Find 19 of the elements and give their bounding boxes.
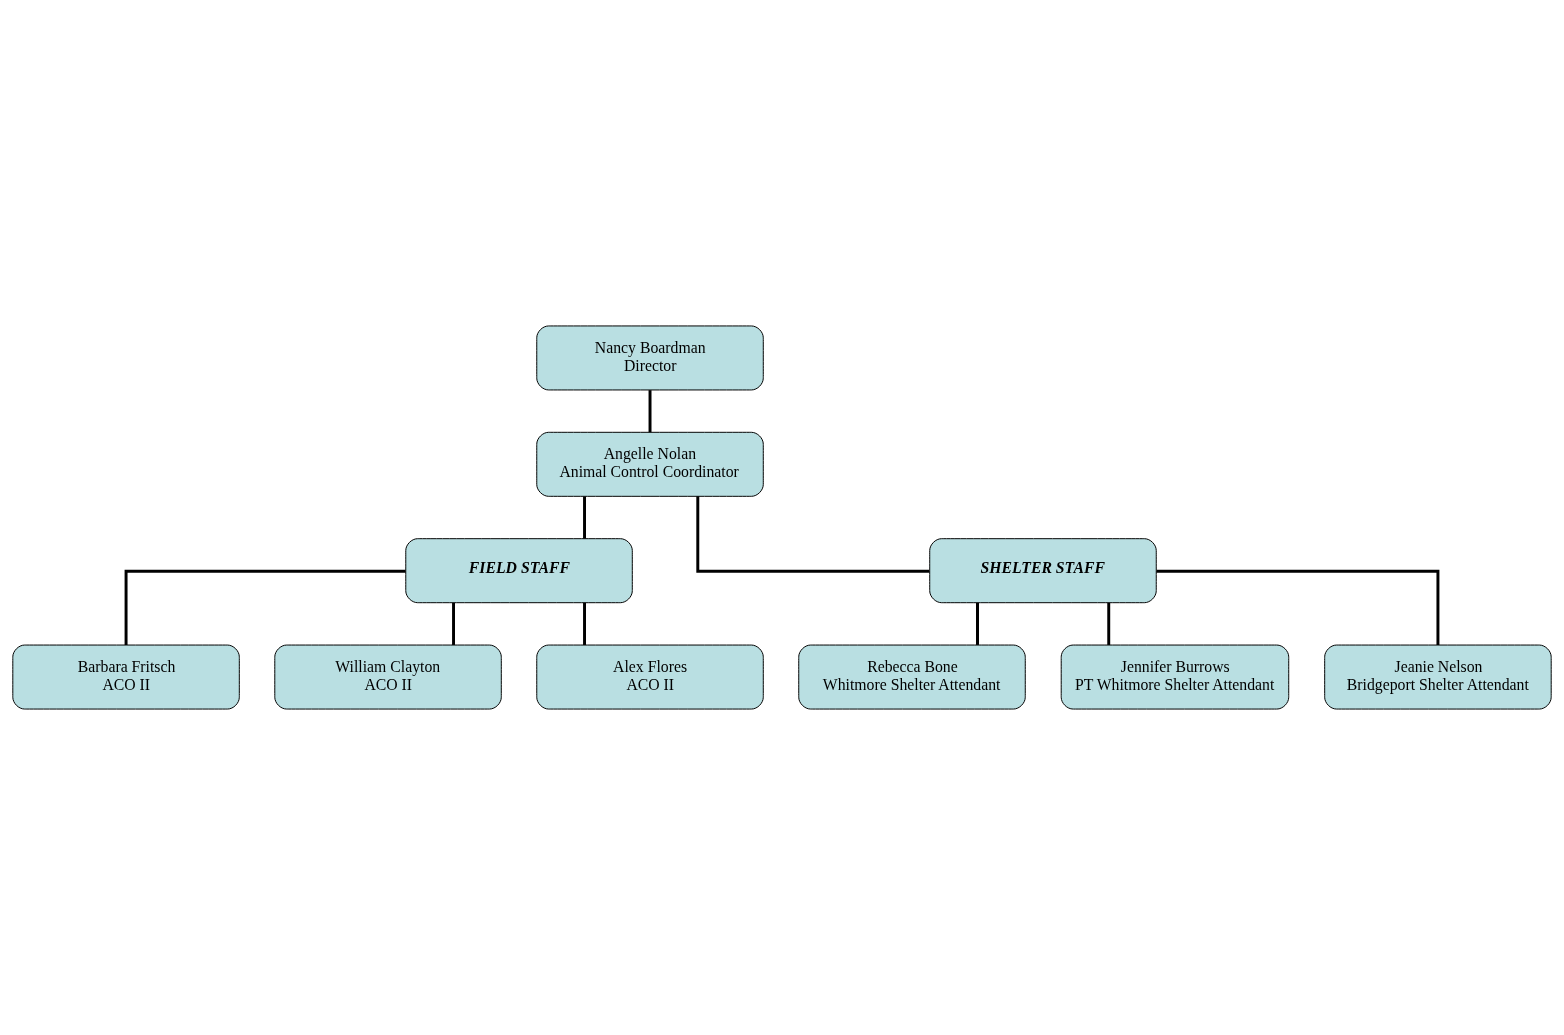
connector (583, 496, 586, 539)
connector (583, 602, 586, 645)
node-box: Barbara Fritsch ACO II (12, 644, 240, 710)
node-box: Alex Flores ACO II (536, 644, 764, 710)
node-box: Nancy Boardman Director (536, 325, 764, 391)
connector (124, 569, 406, 645)
connector (976, 602, 979, 645)
node-box: Rebecca Bone Whitmore Shelter Attendant (798, 644, 1026, 710)
connector (1156, 569, 1440, 645)
node-box: Angelle Nolan Animal Control Coordinator (536, 431, 764, 497)
connector (1107, 602, 1111, 645)
connector (452, 602, 455, 645)
node-box: William Clayton ACO II (274, 644, 502, 710)
node-box: Jeanie Nelson Bridgeport Shelter Attendant (1324, 644, 1552, 710)
connector (696, 496, 930, 573)
node-box: FIELD STAFF (405, 538, 633, 604)
connector (648, 390, 652, 433)
node-box: Jennifer Burrows PT Whitmore Shelter Attendant (1060, 644, 1290, 710)
node-box: SHELTER STAFF (929, 538, 1157, 604)
